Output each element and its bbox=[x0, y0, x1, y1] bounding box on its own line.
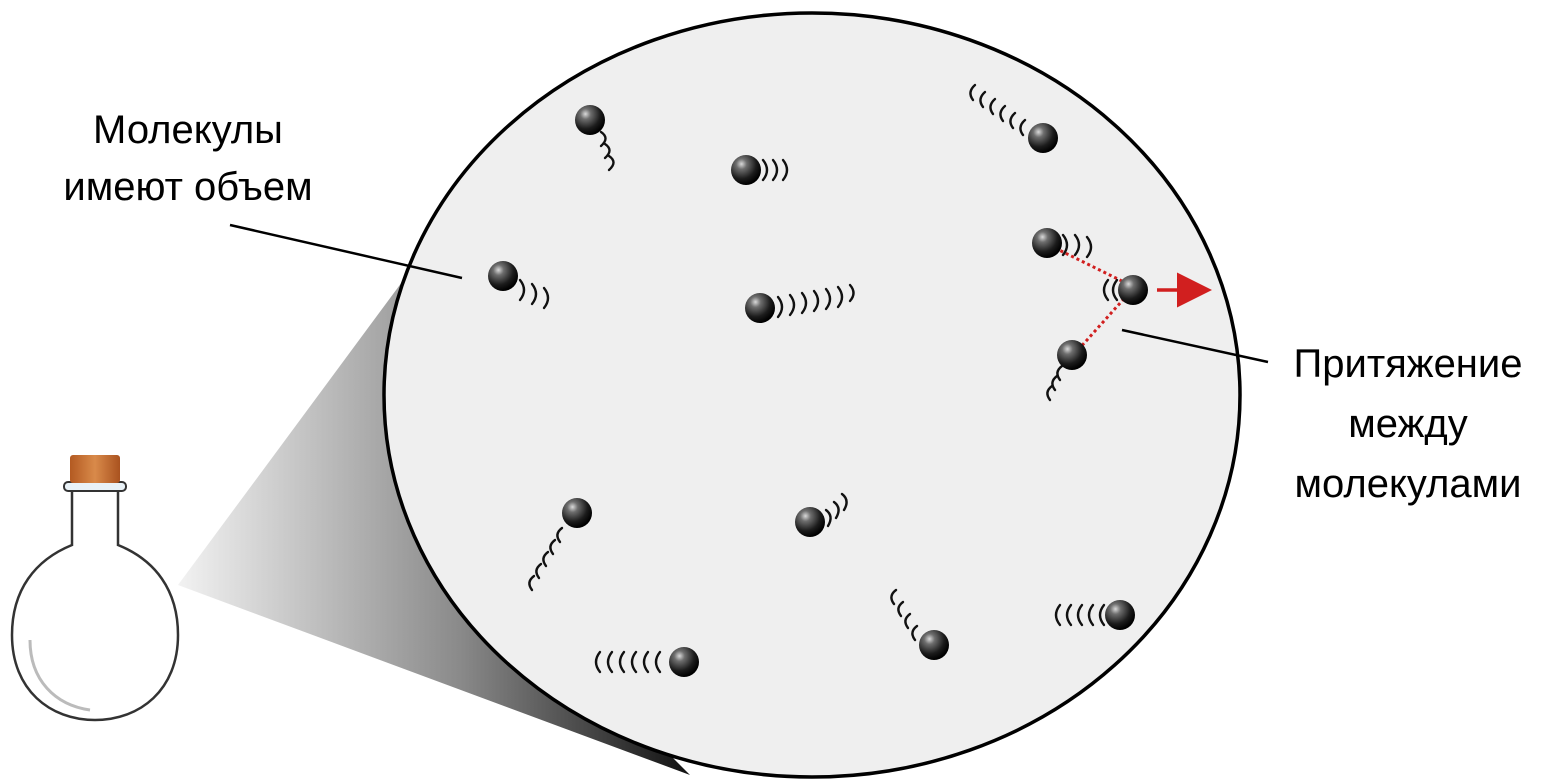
magnified-view-circle bbox=[384, 13, 1240, 777]
volume-label-line2: имеют объем bbox=[63, 165, 312, 209]
attraction-label-line1: Притяжение bbox=[1293, 342, 1522, 386]
attraction-label-line2: между bbox=[1348, 402, 1467, 446]
cork-icon bbox=[70, 455, 120, 483]
flask-icon bbox=[12, 455, 178, 720]
volume-label-line1: Молекулы bbox=[93, 108, 283, 152]
attraction-label-line3: молекулами bbox=[1295, 462, 1522, 506]
flask-neck-ring bbox=[64, 482, 126, 491]
